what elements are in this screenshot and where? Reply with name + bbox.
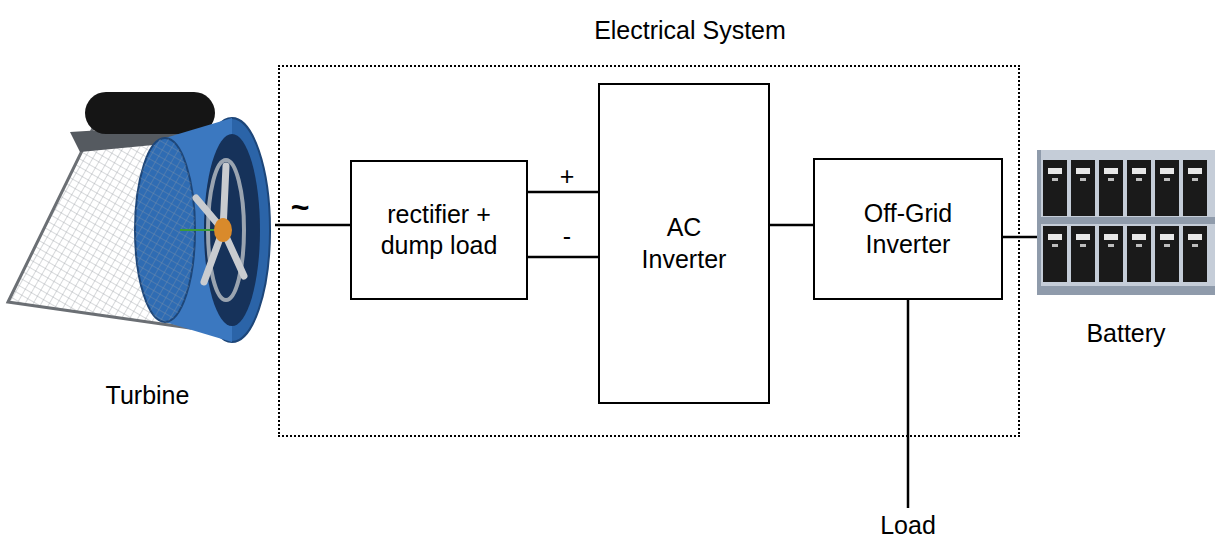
rack-base xyxy=(1037,286,1215,295)
rotor-blades xyxy=(196,166,244,282)
strut xyxy=(180,229,215,231)
wire-connector xyxy=(528,191,598,194)
generator-pod xyxy=(85,92,215,134)
wire-connector xyxy=(1003,236,1037,239)
box-label: rectifier + dump load xyxy=(364,199,514,262)
battery-illustration xyxy=(1037,150,1215,295)
box-label: Off-Grid Inverter xyxy=(833,198,983,261)
figure-caption: Battery xyxy=(1037,318,1215,349)
process-box: AC Inverter xyxy=(598,83,770,404)
polarity-label: + xyxy=(558,164,577,189)
battery-figure: Battery xyxy=(1037,150,1215,350)
rack-shelf xyxy=(1037,217,1215,224)
wire-connector xyxy=(907,300,910,508)
polarity-label: - xyxy=(561,224,573,249)
wire-connector xyxy=(770,224,813,227)
system-boundary: Electrical Systemrectifier + dump loadAC… xyxy=(278,65,1020,437)
load-terminal: Load xyxy=(863,508,953,544)
group-heading: Electrical System xyxy=(360,15,1020,46)
rack-post xyxy=(1037,150,1041,295)
wire-connector xyxy=(275,224,350,227)
rotor-hub xyxy=(214,218,232,242)
turbine-illustration xyxy=(0,80,275,420)
terminal-label: Load xyxy=(880,510,936,541)
figure-caption: Turbine xyxy=(20,380,275,411)
ac-symbol: ~ xyxy=(289,191,312,223)
process-box: rectifier + dump load xyxy=(350,160,528,300)
battery-rack xyxy=(1037,150,1215,295)
turbine-figure: Turbine xyxy=(0,80,275,420)
wire-connector xyxy=(528,256,598,259)
box-label: AC Inverter xyxy=(629,212,739,275)
process-box: Off-Grid Inverter xyxy=(813,158,1003,300)
